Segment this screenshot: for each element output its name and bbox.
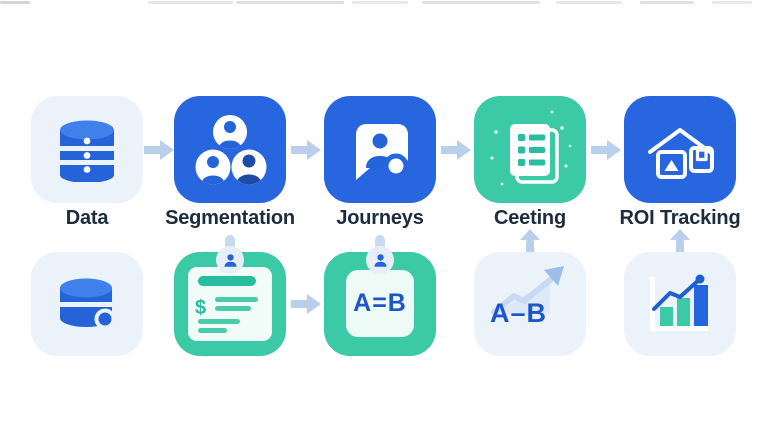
- bar-chart-icon: [650, 274, 708, 331]
- document-list-icon: [490, 110, 572, 185]
- step-label-data: Data: [65, 207, 109, 229]
- arrow-right-icon: [144, 140, 174, 160]
- top-edge-artifact: [0, 0, 768, 5]
- column-journeys: Journeys A=B: [324, 0, 436, 439]
- arrow-right-icon: [291, 294, 321, 314]
- connector-pin: [375, 235, 385, 251]
- column-segmentation: Segmentation $: [165, 0, 295, 439]
- arrow-right-icon: [591, 140, 621, 160]
- segmentation-tile: [174, 96, 286, 203]
- arrow-up-icon: [520, 229, 540, 255]
- person-bubble-icon: [366, 246, 394, 274]
- invoice-card-icon: $: [188, 267, 272, 341]
- home-widgets-icon: [648, 127, 714, 179]
- journeys-tile: [324, 96, 436, 203]
- roi-tracking-tile: [624, 96, 736, 203]
- database-tag-icon: [60, 278, 116, 330]
- column-ceeting: Ceeting A–B: [474, 0, 586, 439]
- arrow-right-icon: [291, 140, 321, 160]
- step-label-ceeting: Ceeting: [494, 207, 566, 229]
- data-tile: [31, 96, 143, 203]
- bar-chart-detail-tile: [624, 252, 736, 356]
- users-icon: [195, 114, 267, 184]
- person-bubble-icon: [216, 246, 244, 274]
- column-roi-tracking: ROI Tracking: [620, 0, 741, 439]
- connector-pin: [225, 235, 235, 251]
- person-icon: [374, 253, 386, 267]
- ab-trend-detail-tile: A–B: [474, 252, 586, 356]
- dollar-glyph: $: [195, 297, 206, 319]
- step-label-roi-tracking: ROI Tracking: [619, 207, 741, 229]
- person-icon: [224, 253, 236, 267]
- arrow-right-icon: [441, 140, 471, 160]
- ab-equal-box: A=B: [346, 270, 414, 337]
- arrow-up-icon: [670, 229, 690, 255]
- step-label-journeys: Journeys: [336, 207, 424, 229]
- chat-user-icon: [356, 123, 409, 180]
- column-data: Data: [31, 0, 143, 439]
- database-detail-tile: [31, 252, 143, 356]
- ab-trend-text: A–B: [490, 298, 548, 328]
- database-icon: [60, 120, 114, 182]
- ab-equal-text: A=B: [353, 289, 407, 317]
- invoice-detail-tile: $: [174, 252, 286, 356]
- step-label-segmentation: Segmentation: [165, 207, 295, 229]
- trend-arrow-icon: [491, 266, 564, 315]
- ceeting-tile: [474, 96, 586, 203]
